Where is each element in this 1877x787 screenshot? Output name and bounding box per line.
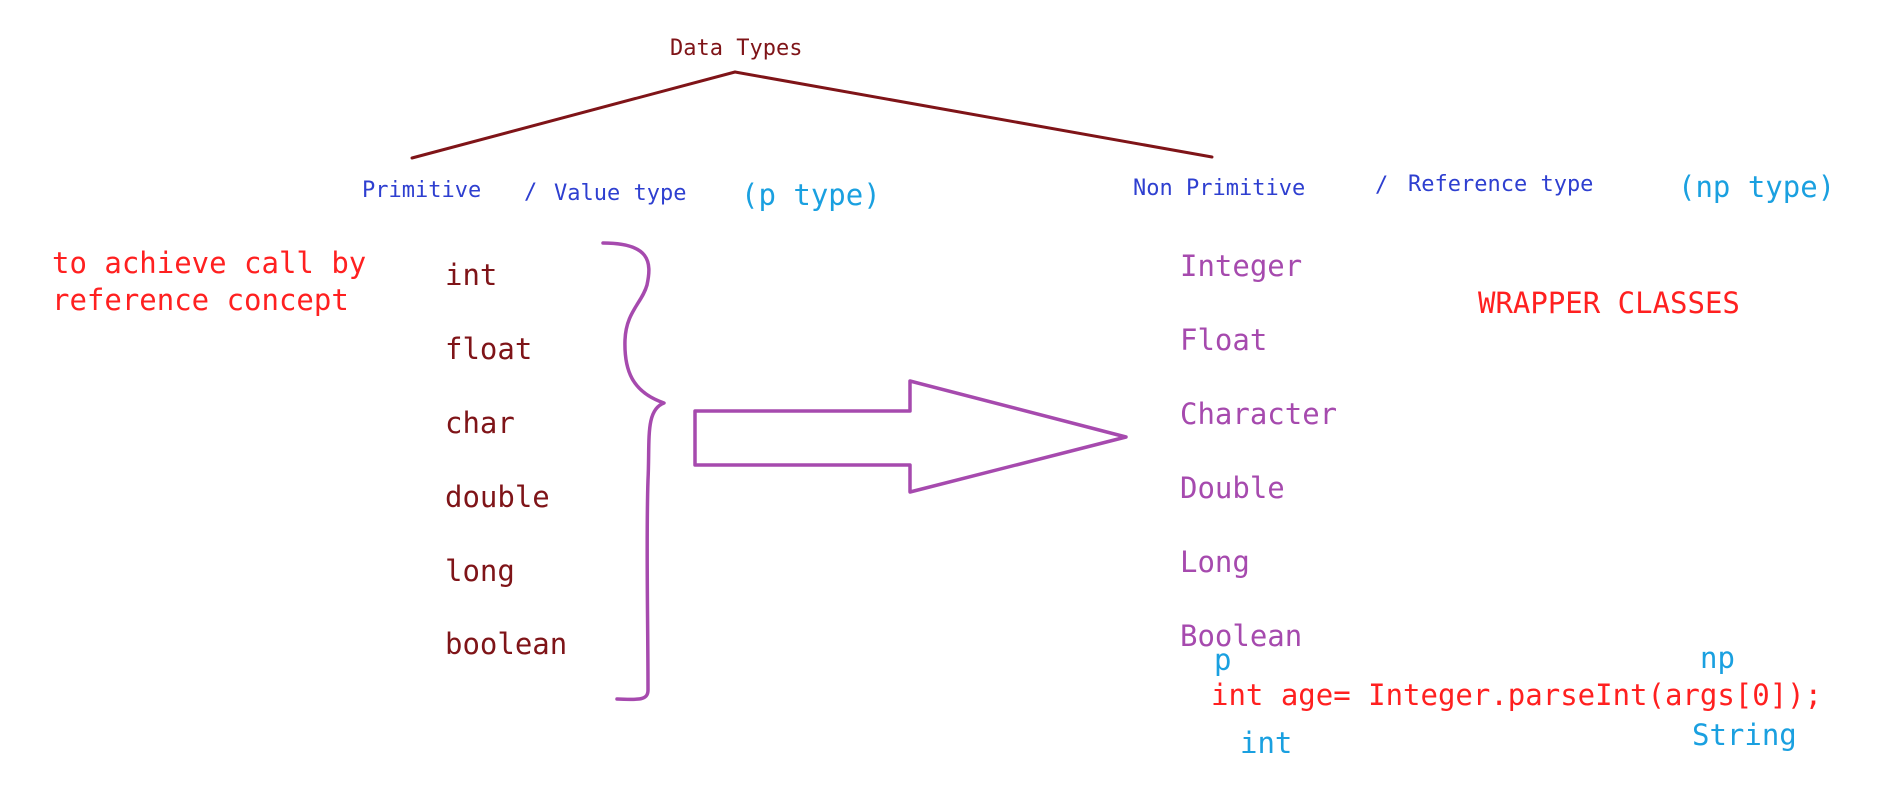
int-annotation: int — [1240, 726, 1293, 760]
tree-branch-left — [410, 70, 737, 160]
diagram-title: Data Types — [670, 36, 803, 61]
string-annotation: String — [1692, 718, 1797, 752]
primitive-label: Primitive — [362, 178, 482, 203]
primitive-type-char: char — [445, 406, 515, 440]
wrapper-type-integer: Integer — [1180, 249, 1303, 283]
tree-branch-right — [733, 70, 1214, 159]
reference-type-label: Reference type — [1408, 172, 1594, 197]
note-line-1: to achieve call by — [52, 246, 367, 280]
primitive-type-double: double — [445, 480, 550, 514]
wrapper-type-double: Double — [1180, 471, 1285, 505]
primitive-slash: / — [524, 180, 538, 205]
p-type-tag: (p type) — [741, 178, 881, 212]
np-annotation: np — [1700, 641, 1735, 675]
wrapper-type-character: Character — [1180, 397, 1338, 431]
wrapper-type-float: Float — [1180, 323, 1268, 357]
note-line-2: reference concept — [52, 283, 349, 317]
code-example: int age= Integer.parseInt(args[0]); — [1211, 678, 1823, 712]
wrapper-type-boolean: Boolean — [1180, 619, 1303, 653]
conversion-arrow — [693, 379, 1128, 494]
call-by-reference-note: to achieve call by reference concept — [52, 245, 366, 319]
p-annotation: p — [1214, 643, 1232, 677]
np-type-tag: (np type) — [1678, 170, 1836, 204]
wrapper-classes-label: WRAPPER CLASSES — [1478, 286, 1740, 320]
curly-brace — [601, 241, 666, 702]
primitive-type-float: float — [445, 332, 533, 366]
non-primitive-label: Non Primitive — [1133, 176, 1306, 201]
non-primitive-slash: / — [1375, 173, 1389, 198]
primitive-type-boolean: boolean — [445, 627, 568, 661]
value-type-label: Value type — [554, 181, 687, 206]
wrapper-type-long: Long — [1180, 545, 1250, 579]
primitive-type-int: int — [445, 258, 498, 292]
primitive-type-long: long — [445, 554, 515, 588]
